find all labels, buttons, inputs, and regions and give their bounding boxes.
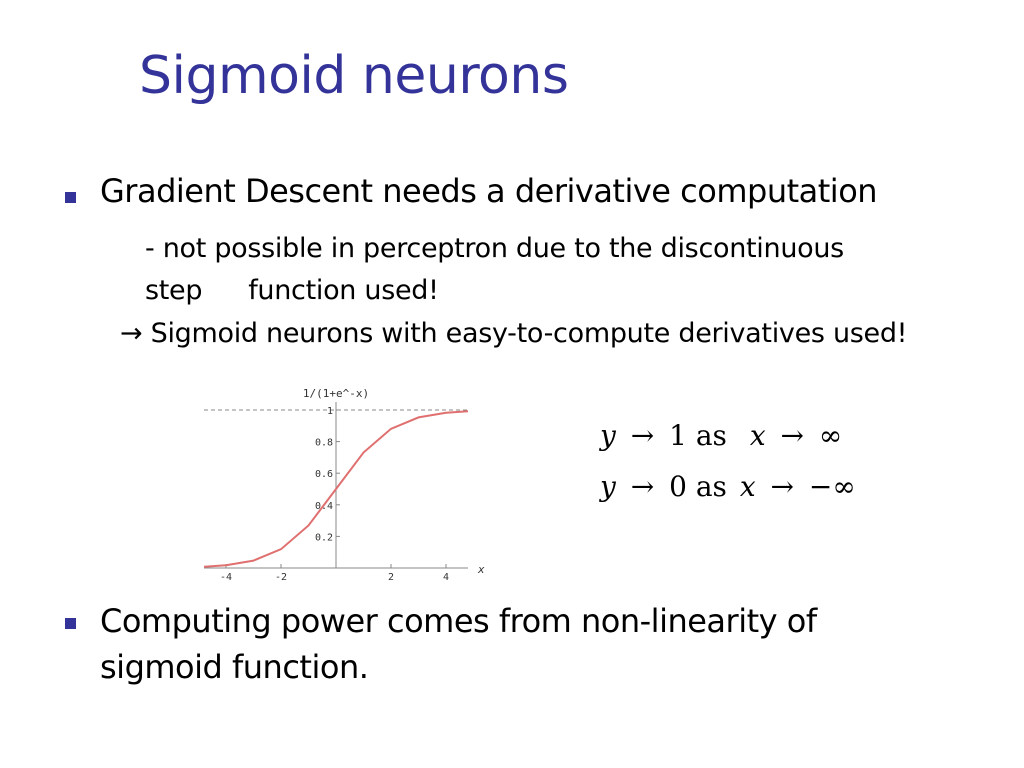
formula-1-x: x xyxy=(749,419,766,452)
y-tick-label: 0.6 xyxy=(315,469,333,480)
sub-point-line-1: - not possible in perceptron due to the … xyxy=(145,233,844,264)
sigmoid-curve xyxy=(203,410,469,568)
x-tick-label: 4 xyxy=(443,572,449,583)
formula-1-y: y xyxy=(600,419,616,452)
conclusion-line: → Sigmoid neurons with easy-to-compute d… xyxy=(120,318,908,349)
bullet-1-text: Gradient Descent needs a derivative comp… xyxy=(100,172,878,210)
formula-1-arrow: → xyxy=(630,419,655,452)
sub-point-function-used: function used! xyxy=(248,275,439,306)
x-tick-label: 2 xyxy=(388,572,394,583)
formula-2-target: −∞ xyxy=(808,470,856,503)
limit-formula-1: y → 1 as x → ∞ xyxy=(600,419,842,452)
formula-1-target: ∞ xyxy=(818,419,843,452)
formula-1-as: as xyxy=(695,419,727,452)
bullet-2-text: Computing power comes from non-linearity… xyxy=(100,598,817,690)
bullet-square-icon xyxy=(65,618,76,629)
formula-2-as: as xyxy=(695,470,727,503)
x-axis-label: x xyxy=(477,563,485,576)
formula-2-arrow-2: → xyxy=(770,470,794,503)
formula-2-y: y xyxy=(600,470,616,503)
limit-formula-2: y → 0 as x → −∞ xyxy=(600,470,856,503)
sub-point: - not possible in perceptron due to the … xyxy=(145,228,844,312)
conclusion-text: Sigmoid neurons with easy-to-compute der… xyxy=(150,318,908,349)
slide-title: Sigmoid neurons xyxy=(139,46,569,106)
x-tick-label: -4 xyxy=(220,572,232,583)
bullet-2-line-1: Computing power comes from non-linearity… xyxy=(100,602,817,640)
y-tick-label: 0.2 xyxy=(315,532,333,543)
y-tick-label: 0.8 xyxy=(315,438,333,449)
right-arrow-icon: → xyxy=(120,318,143,349)
chart-title: 1/(1+e^-x) xyxy=(303,387,369,400)
bullet-square-icon xyxy=(65,192,76,203)
bullet-2-line-2: sigmoid function. xyxy=(100,648,369,686)
formula-1-arrow-2: → xyxy=(780,419,804,452)
x-tick-label: -2 xyxy=(275,572,287,583)
formula-2-x: x xyxy=(739,470,756,503)
formula-1-value: 1 xyxy=(669,419,687,452)
sub-point-step: step xyxy=(145,275,203,306)
formula-2-value: 0 xyxy=(669,470,687,503)
y-tick-label: 1 xyxy=(327,406,333,417)
sub-point-line-2: step function used! xyxy=(145,270,844,312)
formula-2-arrow: → xyxy=(630,470,655,503)
